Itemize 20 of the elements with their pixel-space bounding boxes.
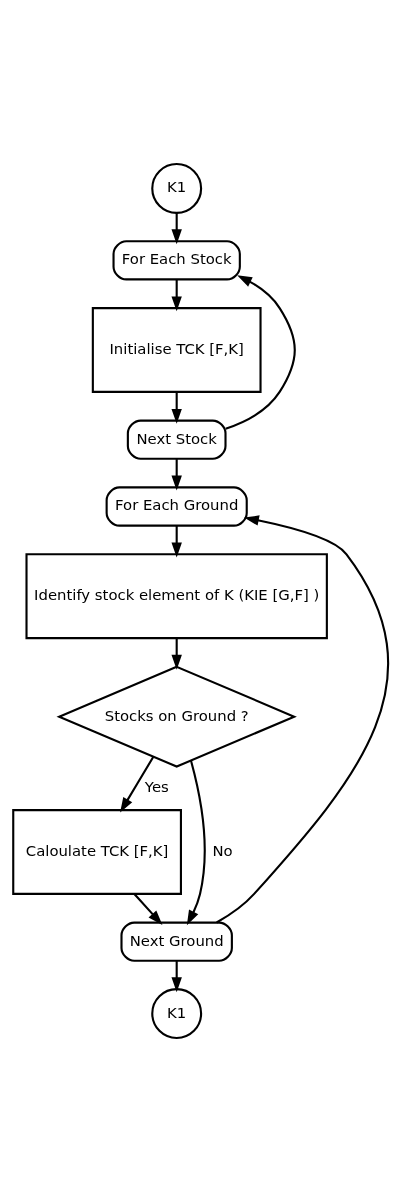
node-circle: K1: [150, 987, 202, 1039]
node-box: For Each Ground: [105, 485, 248, 527]
node-box: Next Stock: [126, 419, 227, 460]
node-circle: K1: [150, 162, 202, 214]
node-box: Caloulate TCK [F,K]: [11, 808, 182, 895]
node-diamond: Stocks on Ground ?: [56, 665, 297, 768]
arrow: [215, 514, 389, 923]
node-box: Identify stock element of K (KIE [G,F] ): [24, 552, 328, 639]
arrow: [119, 755, 154, 812]
edge-label: No: [212, 841, 233, 860]
arrow: [224, 274, 296, 430]
arrow: [170, 391, 182, 424]
edge-label: Yes: [144, 777, 169, 796]
node-box: Initialise TCK [F,K]: [91, 306, 262, 393]
arrow: [170, 458, 182, 490]
node-box: Next Ground: [119, 921, 233, 962]
arrow: [133, 893, 162, 925]
node-box: For Each Stock: [112, 239, 241, 280]
arrow: [170, 637, 182, 670]
arrow: [186, 759, 206, 925]
